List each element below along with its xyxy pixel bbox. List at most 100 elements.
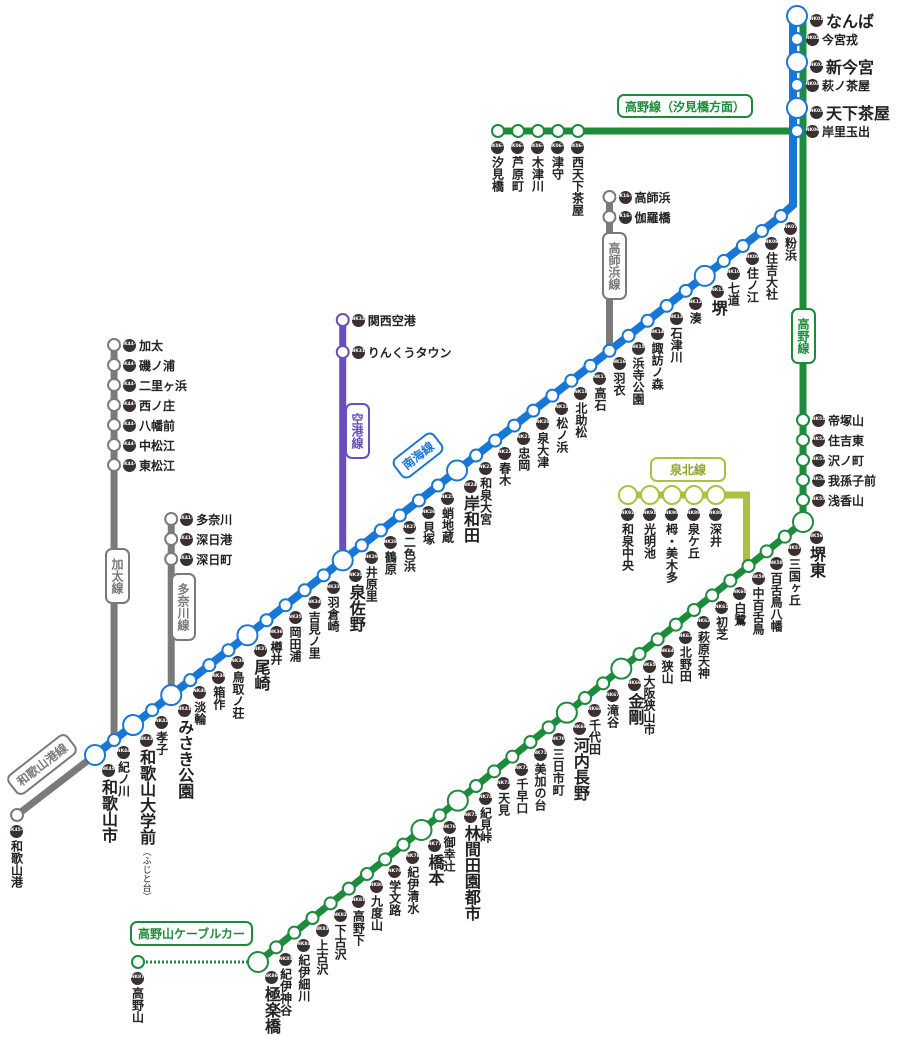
station-marker-nk42[interactable]: [145, 703, 160, 718]
station-marker-nk38[interactable]: [221, 643, 236, 658]
station-marker-nk19[interactable]: [545, 388, 560, 403]
station-marker-nk44-7[interactable]: [107, 338, 122, 352]
station-marker-nk44-6[interactable]: [107, 358, 122, 372]
station-marker-nk65[interactable]: [632, 647, 647, 661]
station-marker-nk40[interactable]: [183, 673, 198, 688]
line-label-kada[interactable]: 加太線: [105, 548, 130, 604]
station-marker-nk25[interactable]: [431, 478, 445, 493]
station-marker-nk06-5[interactable]: [491, 124, 505, 138]
station-marker-nk41-3[interactable]: [164, 512, 179, 526]
station-marker-nk59[interactable]: [741, 559, 756, 573]
line-label-senboku[interactable]: 泉北線: [650, 457, 726, 482]
station-marker-nk73[interactable]: [487, 764, 502, 779]
station-marker-nk37[interactable]: [236, 624, 259, 647]
station-marker-nk07[interactable]: [774, 209, 788, 223]
station-marker-nk44-4[interactable]: [107, 398, 122, 412]
station-marker-nk04[interactable]: [790, 78, 804, 92]
station-marker-nk44[interactable]: [107, 733, 122, 748]
station-marker-nk06-3[interactable]: [531, 124, 545, 138]
station-marker-nk12[interactable]: [678, 283, 693, 298]
station-marker-nk32[interactable]: [335, 313, 350, 327]
station-marker-nk31[interactable]: [335, 345, 350, 359]
station-marker-nk81[interactable]: [341, 881, 356, 896]
station-marker-nk18[interactable]: [564, 373, 579, 388]
station-marker-nk33[interactable]: [316, 568, 331, 583]
station-marker-nk72[interactable]: [505, 749, 520, 764]
station-marker-nk06-4[interactable]: [511, 124, 525, 138]
station-marker-nk27[interactable]: [392, 508, 407, 523]
station-marker-nk01[interactable]: [786, 5, 808, 27]
station-marker-nk52[interactable]: [796, 433, 810, 447]
station-marker-nk70[interactable]: [541, 720, 556, 735]
station-marker-nk62[interactable]: [687, 603, 701, 617]
station-marker-nk44-5[interactable]: [107, 378, 122, 392]
station-marker-nk21[interactable]: [507, 418, 522, 433]
station-marker-nk57[interactable]: [777, 529, 792, 544]
station-marker-nk61[interactable]: [705, 588, 720, 603]
line-label-koya[interactable]: 高野線: [791, 308, 816, 364]
station-marker-nk75[interactable]: [446, 789, 469, 812]
station-marker-nk28[interactable]: [373, 523, 388, 538]
station-marker-nk34[interactable]: [297, 583, 312, 598]
station-marker-nk39[interactable]: [202, 658, 217, 673]
station-marker-nk91[interactable]: [640, 485, 660, 505]
station-marker-nk55[interactable]: [796, 493, 810, 507]
station-marker-nk41-2[interactable]: [164, 532, 179, 546]
station-marker-nk92[interactable]: [618, 485, 638, 505]
station-marker-nk06[interactable]: [790, 124, 804, 138]
station-marker-nk51[interactable]: [796, 413, 810, 427]
station-marker-nk76[interactable]: [432, 808, 447, 823]
station-marker-nk71[interactable]: [523, 735, 538, 749]
station-marker-nk89[interactable]: [684, 485, 704, 505]
station-marker-nk03[interactable]: [786, 51, 808, 73]
station-marker-nk58[interactable]: [759, 544, 774, 559]
station-marker-nk74[interactable]: [469, 779, 483, 793]
station-marker-nk17[interactable]: [583, 358, 598, 373]
station-marker-nk84[interactable]: [287, 925, 302, 940]
